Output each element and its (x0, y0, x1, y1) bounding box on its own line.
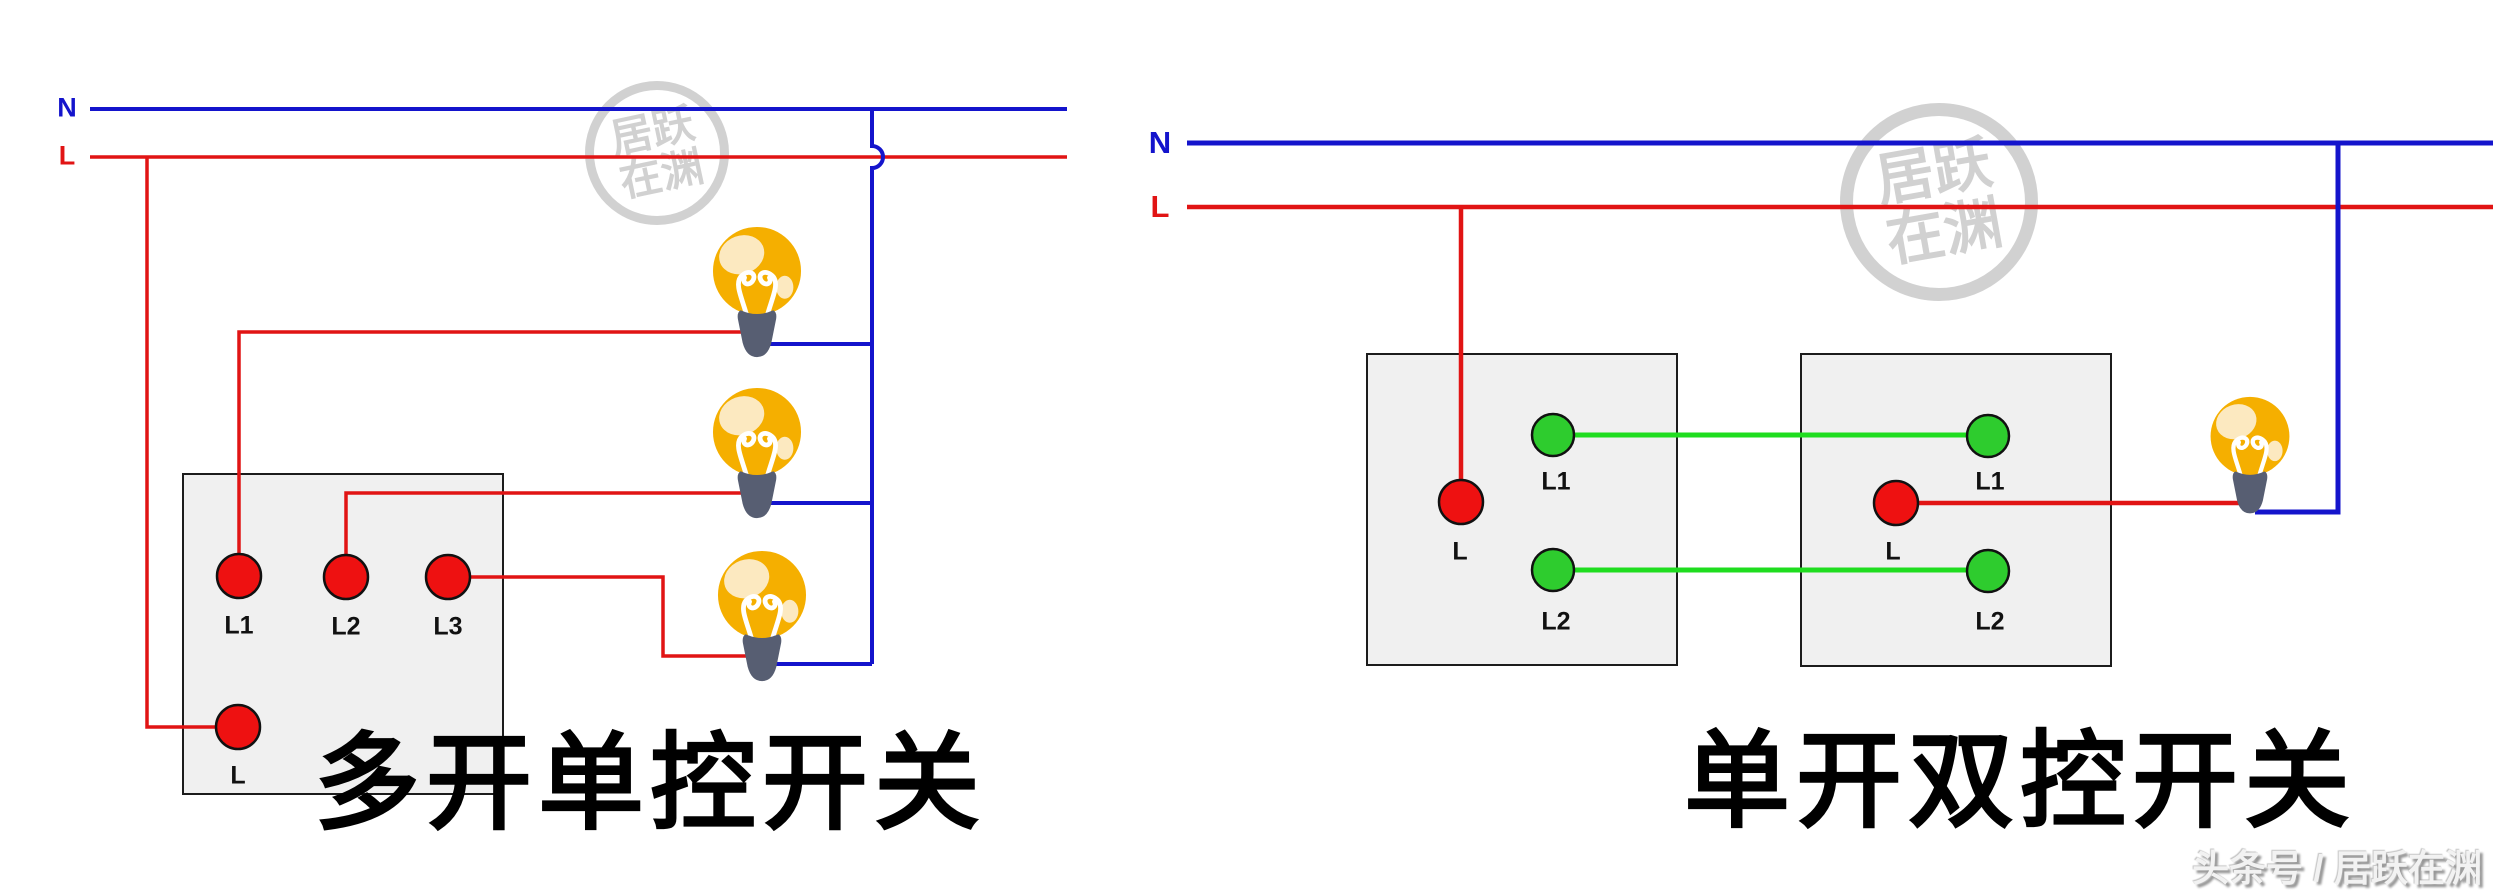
terminal-l3-multi-switch (424, 553, 472, 601)
terminal-l2-left-2way (1530, 547, 1576, 593)
right-neutral-return (2255, 143, 2341, 515)
terminal-l1-left-2way (1530, 412, 1576, 458)
right-bulb-icon (2211, 397, 2290, 514)
terminal-l2-right-2way (1965, 548, 2011, 594)
two-way-switch-box-left (1366, 353, 1678, 666)
left-wire-l1-to-bulb1 (237, 330, 742, 576)
terminal-l-left-2way (1437, 478, 1485, 526)
terminal-l2-multi-switch (322, 553, 370, 601)
two-way-switch-box-right (1800, 353, 2112, 667)
terminal-l-multi-switch (214, 703, 262, 751)
terminal-l-right-2way (1872, 479, 1920, 527)
bulb3-icon (718, 551, 806, 681)
terminal-l1-multi-switch (215, 552, 263, 600)
bulb1-icon (713, 227, 801, 357)
terminal-l1-right-2way (1965, 413, 2011, 459)
left-wire-l2-to-bulb2 (344, 491, 745, 577)
left-neutral-riser-with-hop (870, 109, 885, 664)
left-wire-l3-to-bulb3 (470, 575, 748, 658)
left-live-drop-to-switch-l (145, 157, 238, 729)
bulb2-icon (713, 388, 801, 518)
